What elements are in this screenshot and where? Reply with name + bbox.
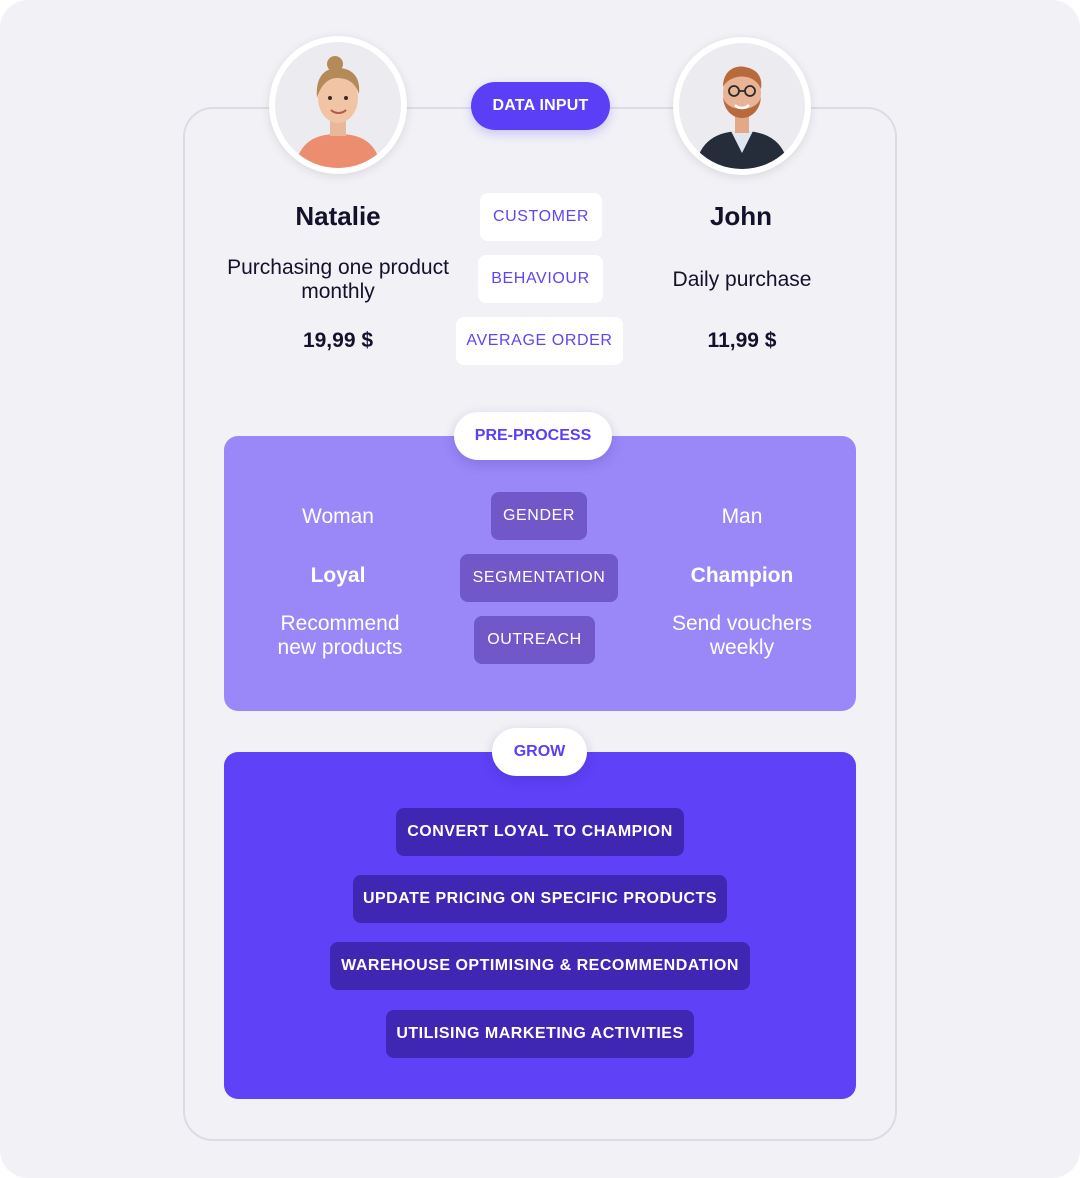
customer-tag: CUSTOMER — [480, 193, 602, 241]
average-order-tag: AVERAGE ORDER — [456, 317, 623, 365]
john-outreach-line-2: weekly — [709, 636, 775, 659]
grow-action-warehouse-optimising: WAREHOUSE OPTIMISING & RECOMMENDATION — [330, 942, 750, 990]
john-average-order: 11,99 $ — [707, 329, 777, 352]
outreach-tag: OUTREACH — [474, 616, 595, 664]
man-portrait-icon — [679, 43, 805, 169]
segmentation-tag: SEGMENTATION — [460, 554, 618, 602]
john-outreach-line-1: Send vouchers — [671, 612, 813, 635]
john-gender: Man — [721, 505, 763, 528]
behaviour-tag: BEHAVIOUR — [478, 255, 603, 303]
natalie-name: Natalie — [295, 201, 381, 231]
natalie-avatar — [269, 36, 407, 174]
gender-tag: GENDER — [491, 492, 587, 540]
woman-portrait-icon — [275, 42, 401, 168]
grow-label: GROW — [492, 728, 587, 776]
john-behaviour: Daily purchase — [672, 268, 812, 291]
natalie-behaviour-line-1: Purchasing one product — [227, 256, 449, 279]
natalie-gender: Woman — [302, 505, 374, 528]
john-segment: Champion — [690, 564, 794, 587]
natalie-average-order: 19,99 $ — [302, 329, 374, 352]
natalie-outreach-line-2: new products — [277, 636, 403, 659]
john-name: John — [709, 201, 773, 231]
data-input-badge: DATA INPUT — [471, 82, 610, 130]
john-outreach: Send vouchers weekly — [642, 612, 842, 660]
pre-process-label: PRE-PROCESS — [454, 412, 612, 460]
natalie-outreach-line-1: Recommend — [280, 612, 400, 635]
natalie-outreach: Recommend new products — [240, 612, 440, 660]
natalie-behaviour: Purchasing one product monthly — [208, 256, 468, 304]
natalie-behaviour-line-2: monthly — [301, 280, 375, 303]
grow-action-convert-loyal: CONVERT LOYAL TO CHAMPION — [396, 808, 684, 856]
grow-action-marketing-activities: UTILISING MARKETING ACTIVITIES — [386, 1010, 694, 1058]
natalie-segment: Loyal — [310, 564, 366, 587]
john-avatar — [673, 37, 811, 175]
grow-action-update-pricing: UPDATE PRICING ON SPECIFIC PRODUCTS — [353, 875, 727, 923]
